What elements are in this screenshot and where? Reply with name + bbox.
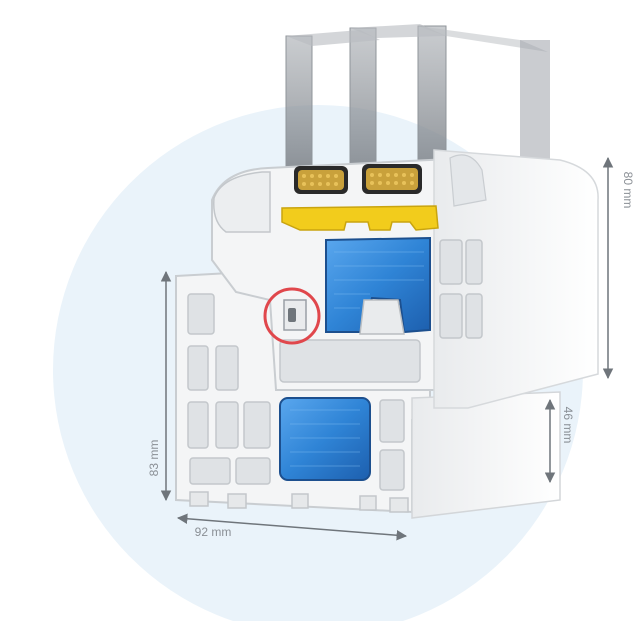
highlighted-seal — [263, 287, 321, 345]
dimension-frame-depth: 92 mm — [176, 513, 408, 541]
dimension-sash-offset: 46 mm — [544, 398, 575, 484]
glass-spacer-right — [362, 164, 422, 194]
dimension-sash-height: 80 mm — [602, 156, 635, 380]
sash-height-label: 80 mm — [621, 172, 635, 209]
sash-offset-label: 46 mm — [561, 407, 575, 444]
sash-steel-reinforcement — [325, 236, 431, 334]
frame-steel-reinforcement — [279, 397, 371, 481]
dimension-frame-height: 83 mm — [147, 270, 172, 502]
frame-depth-label: 92 mm — [195, 525, 232, 539]
frame-height-label: 83 mm — [147, 440, 161, 477]
glass-spacer-left — [294, 166, 348, 194]
triple-glazing — [285, 24, 550, 169]
yellow-gasket — [281, 205, 439, 231]
